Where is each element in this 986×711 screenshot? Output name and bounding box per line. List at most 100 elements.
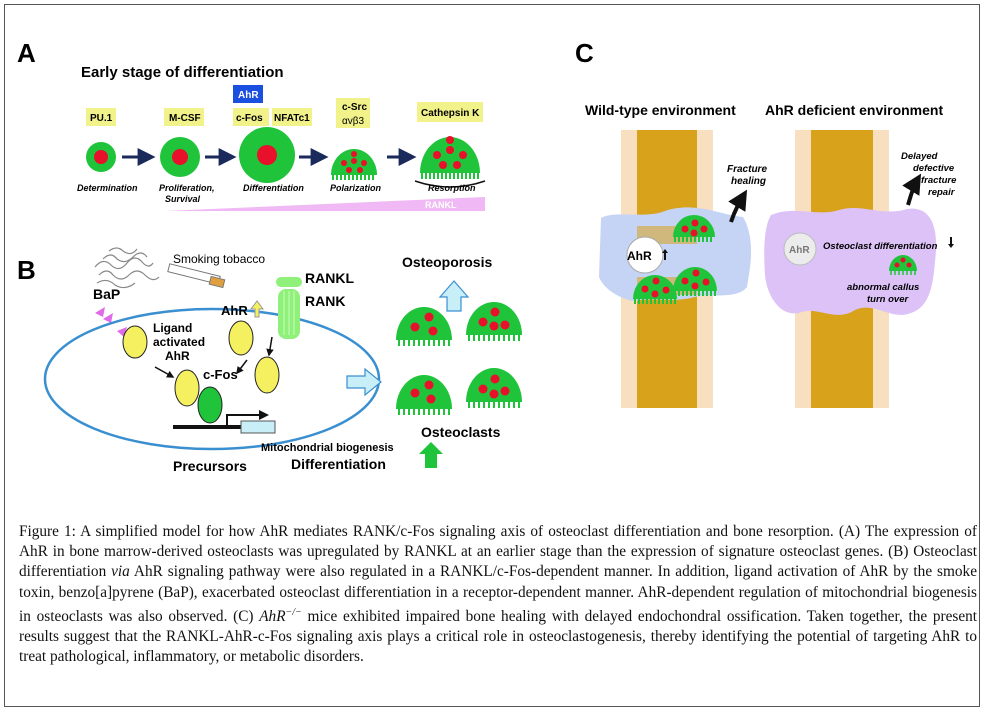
cfos-label: c-Fos (203, 367, 238, 382)
ligand-label-2: activated (153, 335, 205, 349)
panel-b-letter: B (17, 255, 36, 285)
stage-resorption: Resorption (428, 183, 476, 193)
caption-ahr-ko: AhR−/− (259, 606, 302, 625)
tag-ahr-label: AhR (238, 90, 259, 101)
wt-osteoclast-2 (673, 267, 717, 296)
stage-proliferation: Proliferation, (159, 183, 215, 193)
figure-frame: A Early stage of differentiation PU.1 M-… (4, 4, 980, 707)
tag-csrc-label: c-Src (342, 102, 367, 113)
caption-part-3: mice exhibited impaired bone healing wit… (19, 607, 978, 666)
cell-nucleus (257, 145, 277, 165)
bap-marker (103, 313, 113, 323)
ligand-label-3: AhR (165, 349, 190, 363)
stage-differentiation: Differentiation (243, 183, 304, 193)
fracture-label-2: healing (731, 176, 766, 187)
rankl-wedge-label: RANKL (425, 200, 457, 210)
wild-type-title: Wild-type environment (585, 102, 736, 118)
osteoclast-3 (396, 375, 452, 415)
precursor-cell-membrane (43, 307, 381, 451)
tag-ahr-box (233, 85, 263, 103)
panel-a-letter: A (17, 38, 36, 68)
cigarette-icon (167, 263, 226, 289)
transcription-arrow (226, 410, 269, 427)
rankl-wedge (165, 197, 485, 211)
caption-label: Figure 1: (19, 523, 76, 540)
gene-box (240, 420, 276, 434)
tag-pu1 (86, 108, 116, 126)
ligand-ahr (122, 325, 148, 359)
ahr-cell-3 (174, 369, 200, 407)
tag-cfos (233, 108, 269, 126)
cell-nucleus (172, 149, 188, 165)
smoke-icon (94, 247, 160, 289)
stage-polarization: Polarization (330, 183, 382, 193)
to-osteoclasts-arrow (346, 367, 382, 397)
figure-caption: Figure 1: A simplified model for how AhR… (19, 522, 977, 668)
tag-mcsf (164, 108, 204, 126)
rank-receptor (276, 277, 302, 339)
smoking-label: Smoking tobacco (173, 252, 265, 266)
caption-via: via (111, 563, 130, 581)
wt-osteoclast-3 (633, 275, 677, 304)
ko-ahr-label: AhR (789, 245, 810, 256)
bap-label: BaP (93, 286, 120, 302)
caption-ahr-ko-sup: −/− (285, 606, 302, 618)
delayed-label-1: Delayed (901, 151, 938, 162)
up-arrow-icon (250, 300, 264, 318)
osteoclasts-label: Osteoclasts (421, 424, 501, 440)
ahr-cell-2 (254, 356, 280, 394)
ligand-label-1: Ligand (153, 321, 192, 335)
tag-cathepsin-label: Cathepsin K (421, 108, 480, 119)
abnormal-label-2: turn over (867, 294, 909, 305)
caption-ahr-ko-text: AhR (259, 607, 286, 625)
rankl-label: RANKL (305, 270, 354, 286)
deficient-title: AhR deficient environment (765, 102, 943, 118)
ko-ahr-circle (783, 232, 817, 266)
wt-ahr-circle (626, 236, 664, 274)
wt-ahr-up-icon (662, 249, 668, 260)
ahr-cell-1 (228, 320, 254, 356)
tag-cfos-label: c-Fos (236, 113, 263, 124)
tag-nfatc1-label: NFATc1 (274, 113, 310, 124)
wt-osteoclast-1 (673, 215, 715, 242)
rank-label: RANK (305, 293, 345, 309)
stage-determination: Determination (77, 183, 138, 193)
tag-cathepsin (417, 102, 483, 122)
tag-csrc (336, 98, 370, 128)
caption-part-2: AhR signaling pathway were also regulate… (19, 563, 977, 625)
delayed-label-4: repair (928, 187, 956, 198)
osteoporosis-label: Osteoporosis (402, 254, 492, 270)
fracture-label-1: Fracture (727, 164, 767, 175)
mito-label: Mitochondrial biogenesis (261, 442, 394, 454)
tag-pu1-label: PU.1 (90, 113, 113, 124)
bap-marker (95, 307, 105, 317)
tag-avb3-label: αvβ3 (342, 116, 365, 127)
cell-polarization (331, 149, 377, 180)
figure-artwork: A Early stage of differentiation PU.1 M-… (17, 38, 957, 474)
tag-nfatc1 (272, 108, 312, 126)
precursors-label: Precursors (173, 458, 247, 474)
panel-c-letter: C (575, 38, 594, 68)
delayed-label-2: defective (913, 163, 955, 174)
arrow-b3 (236, 359, 248, 375)
panel-a-title: Early stage of differentiation (81, 64, 284, 81)
differentiation-up-arrow (419, 442, 443, 468)
delayed-label-3: fracture (921, 175, 957, 186)
fracture-healing-arrow (728, 189, 748, 223)
osteoclast-2 (466, 302, 522, 341)
ko-osteoclast (889, 255, 917, 275)
tag-mcsf-label: M-CSF (169, 113, 201, 124)
ahr-up-label: AhR (221, 303, 248, 318)
arrow-b2 (266, 336, 274, 357)
osteoclast-4 (466, 368, 522, 408)
caption-part-1: A simplified model for how AhR mediates … (19, 523, 977, 581)
differentiation-label: Differentiation (291, 456, 386, 472)
cfos-protein (197, 386, 223, 424)
ko-down-arrow-icon (948, 237, 954, 248)
arrow-b1 (154, 366, 175, 378)
osteoporosis-arrow (438, 280, 470, 312)
abnormal-label-1: abnormal callus (847, 282, 919, 293)
osteoclast-1 (396, 307, 452, 346)
cell-resorption (414, 136, 486, 188)
wt-ahr-label: AhR (627, 249, 652, 263)
